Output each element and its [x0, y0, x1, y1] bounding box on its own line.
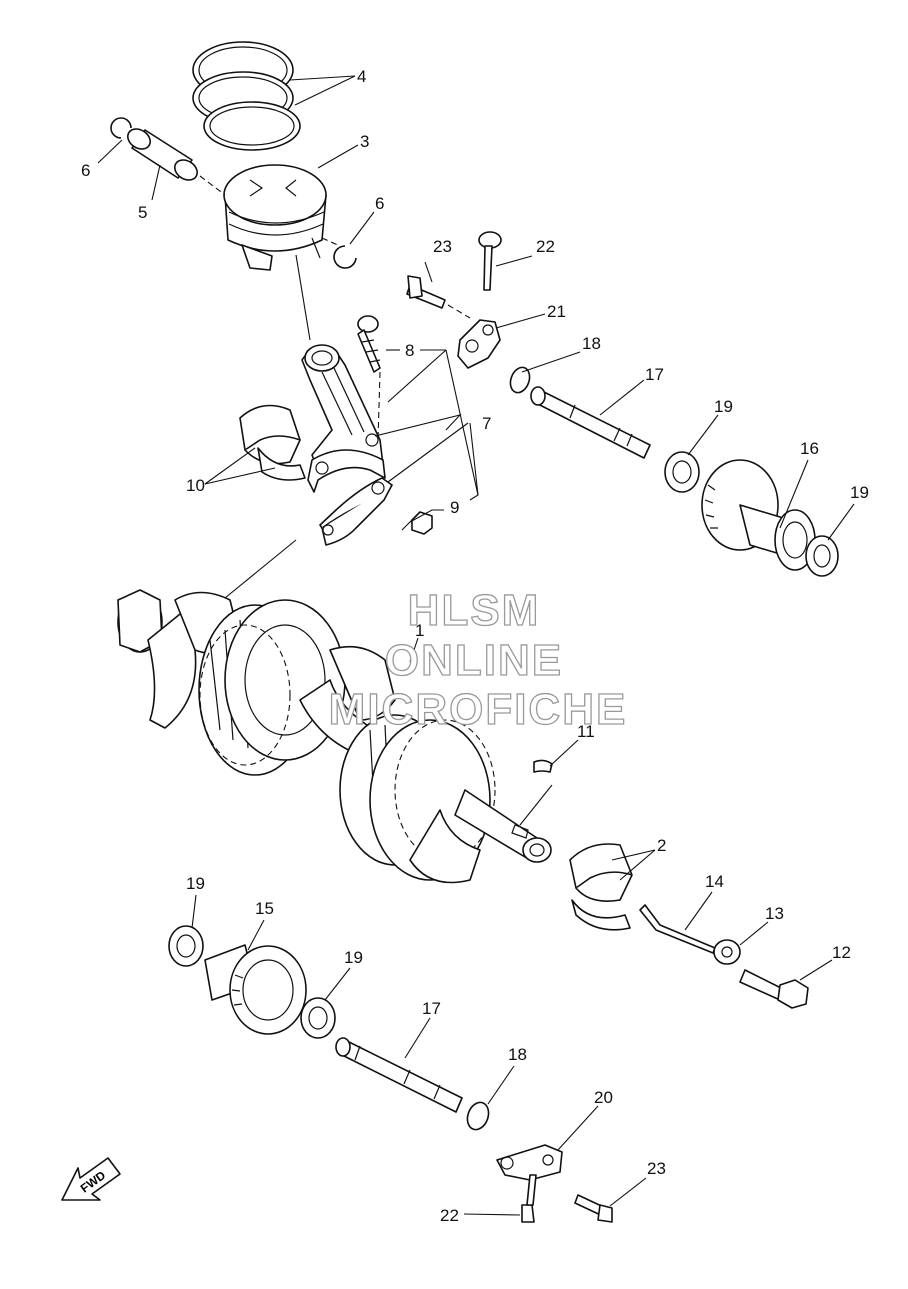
forward-direction-arrow: FWD — [61, 1157, 121, 1201]
callout-7: 7 — [482, 414, 491, 433]
callout-19b: 19 — [850, 483, 869, 502]
callout-20: 20 — [594, 1088, 613, 1107]
callout-9: 9 — [450, 498, 459, 517]
callout-14: 14 — [705, 872, 724, 891]
callout-11: 11 — [577, 722, 595, 741]
circlips[interactable] — [110, 117, 357, 269]
callout-22b: 22 — [440, 1206, 459, 1225]
rod-cap[interactable] — [319, 477, 393, 546]
callout-2: 2 — [657, 836, 666, 855]
callout-15: 15 — [255, 899, 274, 918]
callout-3: 3 — [360, 132, 369, 151]
callout-23b: 23 — [647, 1159, 666, 1178]
callout-6a: 6 — [81, 161, 90, 180]
callout-numbers: 4 3 6 5 6 23 22 21 8 18 17 19 7 16 10 19… — [81, 67, 869, 1225]
balancer-gear-15[interactable] — [204, 944, 307, 1035]
watermark-line-1: HLSM — [408, 586, 541, 635]
bolt-12[interactable] — [739, 969, 809, 1009]
callout-21: 21 — [547, 302, 566, 321]
main-bearings[interactable] — [569, 843, 633, 931]
crankshaft[interactable] — [117, 539, 552, 884]
callout-19a: 19 — [714, 397, 733, 416]
callout-1: 1 — [415, 621, 424, 640]
watermark: HLSM ONLINE MICROFICHE — [328, 585, 628, 734]
callout-22a: 22 — [536, 237, 555, 256]
balancer-bearings[interactable] — [168, 451, 839, 1039]
balancer-lever-21[interactable] — [457, 319, 501, 369]
connecting-rod[interactable] — [295, 254, 386, 493]
leader-lines — [97, 75, 855, 1216]
callout-17a: 17 — [645, 365, 664, 384]
piston-rings[interactable] — [192, 41, 301, 151]
callout-8: 8 — [405, 341, 414, 360]
oil-pipe[interactable] — [639, 904, 716, 954]
big-end-bearings[interactable] — [239, 404, 306, 481]
callout-23a: 23 — [433, 237, 452, 256]
balancer-lever-20[interactable] — [496, 1144, 563, 1181]
rod-nut[interactable] — [401, 511, 433, 535]
callout-16: 16 — [800, 439, 819, 458]
piston-pin[interactable] — [124, 125, 226, 196]
callout-17b: 17 — [422, 999, 441, 1018]
callout-12: 12 — [832, 943, 851, 962]
rod-bolts[interactable] — [357, 315, 381, 441]
watermark-line-3: MICROFICHE — [329, 685, 628, 734]
callout-18a: 18 — [582, 334, 601, 353]
o-rings[interactable] — [464, 365, 533, 1133]
washer[interactable] — [713, 939, 741, 965]
balancer-gear-16[interactable] — [701, 459, 816, 571]
callout-19d: 19 — [344, 948, 363, 967]
watermark-line-2: ONLINE — [385, 636, 563, 685]
callout-5: 5 — [138, 203, 147, 222]
callout-19c: 19 — [186, 874, 205, 893]
balancer-shaft-lower[interactable] — [335, 1037, 463, 1113]
callout-18b: 18 — [508, 1045, 527, 1064]
callout-13: 13 — [765, 904, 784, 923]
woodruff-key[interactable] — [533, 759, 553, 773]
callout-10: 10 — [186, 476, 205, 495]
bolts-22-23[interactable] — [406, 231, 613, 1223]
balancer-shaft-upper[interactable] — [530, 386, 651, 459]
callout-6b: 6 — [375, 194, 384, 213]
callout-4: 4 — [357, 67, 366, 86]
piston[interactable] — [223, 164, 327, 271]
